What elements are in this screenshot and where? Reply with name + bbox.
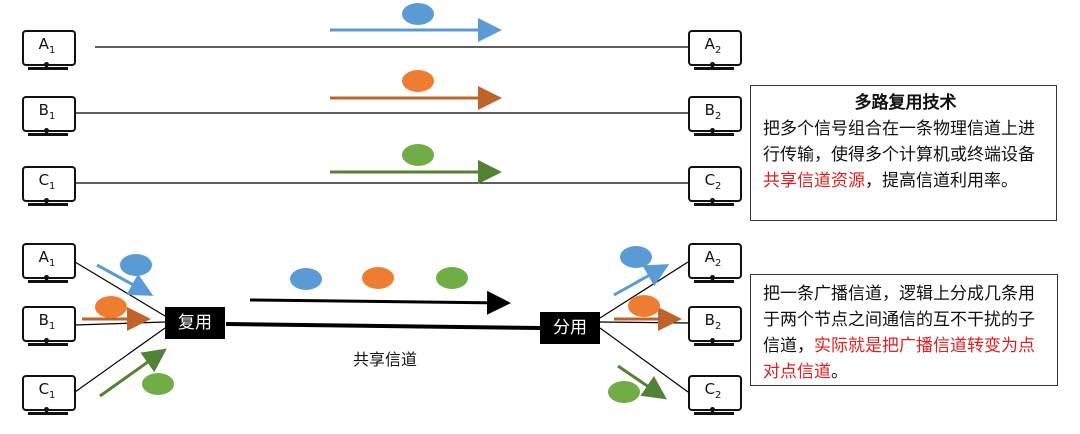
signal-green-out [608, 381, 640, 403]
computer-b2-bottom: B2 [688, 306, 742, 348]
terminal-label: B1 [38, 101, 56, 122]
terminal-label: A2 [704, 35, 722, 56]
link-demux-a2 [599, 261, 689, 319]
channel-division-description-box: 把一条广播信道，逻辑上分成几条用于两个节点之间通信的互不干扰的子信道，实际就是把… [750, 274, 1058, 386]
monitor-stand [711, 277, 714, 281]
computer-screen [688, 96, 742, 132]
computer-c2-bottom: C2 [688, 375, 742, 417]
computer-a1-top: A1 [22, 30, 76, 72]
shared-channel-label: 共享信道 [353, 350, 418, 369]
monitor-stand [711, 200, 714, 204]
box-title: 多路复用技术 [854, 93, 957, 113]
link-demux-c2 [599, 327, 689, 393]
monitor-stand [45, 64, 48, 68]
box-text: 把一条广播信道，逻辑上分成几条用于两个节点之间通信的互不干扰的子信道， [763, 284, 1035, 356]
multiplexing-description-box: 多路复用技术 把多个信号组合在一条物理信道上进行传输，使得多个计算机或终端设备共… [750, 85, 1057, 221]
monitor-base [28, 412, 68, 415]
box-highlight: 实际就是把广播信道转变为点对点信道 [763, 336, 1035, 382]
computer-screen [22, 30, 76, 66]
computer-screen [22, 166, 76, 202]
signal-blue-out [620, 246, 652, 268]
signal-orange-top [402, 70, 434, 92]
terminal-label: B1 [38, 311, 56, 332]
monitor-base [694, 133, 734, 136]
monitor-base [28, 203, 68, 206]
computer-c2-top: C2 [688, 166, 742, 208]
signal-orange-in [95, 296, 127, 318]
arrow-shared [249, 290, 511, 315]
computer-c1-bottom: C1 [22, 375, 76, 417]
computer-screen [688, 306, 742, 342]
computer-b1-bottom: B1 [22, 306, 76, 348]
signal-green-top [402, 144, 434, 166]
terminal-label: C2 [704, 380, 722, 401]
monitor-stand [711, 64, 714, 68]
arrow-blue-out [613, 264, 670, 297]
monitor-stand [45, 340, 48, 344]
link-demux-b2 [599, 321, 689, 324]
arrow-green-out [617, 364, 667, 400]
monitor-base [694, 412, 734, 415]
computer-screen [22, 96, 76, 132]
computer-screen [22, 375, 76, 411]
monitor-base [694, 280, 734, 283]
terminal-label: C2 [704, 171, 722, 192]
computer-screen [22, 243, 76, 279]
box-body: 把一条广播信道，逻辑上分成几条用于两个节点之间通信的互不干扰的子信道，实际就是把… [763, 281, 1051, 385]
computer-a2-top: A2 [688, 30, 742, 72]
box-body: 把多个信号组合在一条物理信道上进行传输，使得多个计算机或终端设备共享信道资源，提… [763, 116, 1048, 194]
terminal-label: A1 [38, 35, 56, 56]
computer-screen [22, 306, 76, 342]
signal-green-in [142, 373, 174, 395]
monitor-base [694, 203, 734, 206]
multiplexer-box: 复用 [165, 307, 225, 339]
box-text-end: ，提高信道利用率。 [865, 171, 1018, 191]
monitor-stand [45, 277, 48, 281]
computer-a1-bottom: A1 [22, 243, 76, 285]
link-c1-mux [74, 327, 166, 393]
monitor-stand [45, 409, 48, 413]
signal-blue-top [402, 3, 434, 25]
computer-screen [688, 30, 742, 66]
box-highlight: 共享信道资源 [763, 171, 865, 191]
arrow-blue-in [96, 263, 154, 296]
monitor-stand [45, 200, 48, 204]
monitor-base [28, 343, 68, 346]
arrow-green-in [99, 348, 167, 398]
box-text-end: 。 [831, 362, 848, 382]
link-b1-mux [74, 321, 166, 326]
computer-screen [688, 375, 742, 411]
monitor-base [694, 343, 734, 346]
demultiplexer-box: 分用 [540, 312, 600, 344]
terminal-label: B2 [704, 311, 722, 332]
computer-screen [688, 166, 742, 202]
signal-orange-shared [362, 267, 394, 289]
monitor-stand [711, 130, 714, 134]
computer-b1-top: B1 [22, 96, 76, 138]
shared-channel-line [225, 322, 541, 330]
monitor-base [28, 133, 68, 136]
monitor-base [28, 67, 68, 70]
computer-screen [688, 243, 742, 279]
terminal-label: A1 [38, 248, 56, 269]
box-text: 把多个信号组合在一条物理信道上进行传输，使得多个计算机或终端设备 [763, 119, 1035, 165]
terminal-label: C1 [38, 380, 56, 401]
signal-green-shared [436, 267, 468, 289]
monitor-base [694, 67, 734, 70]
computer-b2-top: B2 [688, 96, 742, 138]
computer-c1-top: C1 [22, 166, 76, 208]
terminal-label: A2 [704, 248, 722, 269]
signal-blue-shared [290, 268, 322, 290]
monitor-stand [45, 130, 48, 134]
signal-orange-out [628, 295, 660, 317]
terminal-label: C1 [38, 171, 56, 192]
terminal-label: B2 [704, 101, 722, 122]
monitor-base [28, 280, 68, 283]
monitor-stand [711, 409, 714, 413]
monitor-stand [711, 340, 714, 344]
computer-a2-bottom: A2 [688, 243, 742, 285]
signal-blue-in [120, 254, 152, 276]
